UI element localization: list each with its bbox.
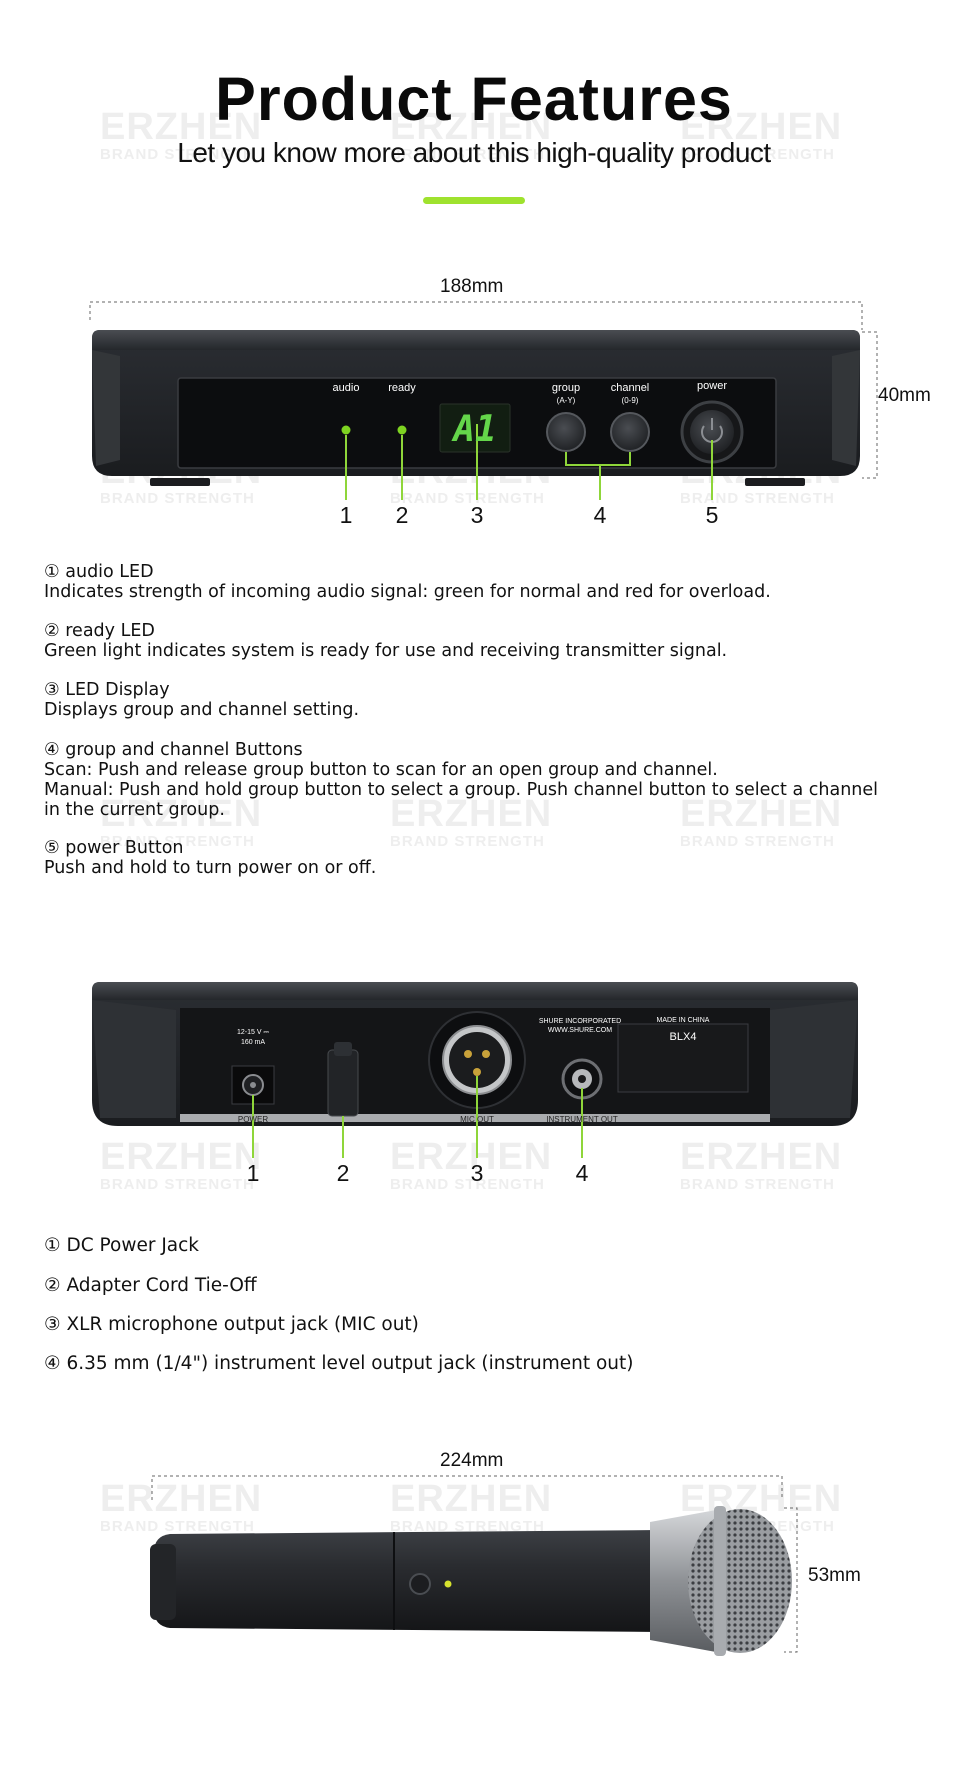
callout-number: 5 — [705, 502, 719, 528]
front-panel-diagram — [89, 301, 878, 500]
callout-number: 2 — [336, 1160, 350, 1186]
rear-label-power-spec: 12-15 V ⎓ — [236, 1029, 270, 1036]
rear-label-power: POWER — [237, 1115, 269, 1124]
rear-label-instrument-out: INSTRUMENT OUT — [546, 1115, 618, 1124]
led-display-readout: A1 — [453, 409, 497, 450]
callout-number: 3 — [470, 1160, 484, 1186]
panel-label-group: group — [551, 382, 581, 394]
mic-length-label: 224mm — [440, 1450, 504, 1471]
panel-label-ready: ready — [388, 382, 416, 394]
height-dimension-label: 40mm — [878, 385, 931, 406]
panel-label-group-range: (A-Y) — [556, 396, 576, 405]
callout-number: 2 — [395, 502, 409, 528]
rear-label-made-in: MADE IN CHINA — [656, 1017, 710, 1024]
page-title: Product Features — [215, 65, 733, 133]
callout-number: 1 — [246, 1160, 260, 1186]
rear-feature-item: ③ XLR microphone output jack (MIC out) — [44, 1314, 419, 1335]
rear-label-power-spec: 160 mA — [240, 1039, 266, 1046]
page-subtitle: Let you know more about this high-qualit… — [177, 137, 771, 168]
rear-label-maker-url: WWW.SHURE.COM — [547, 1027, 613, 1034]
width-dimension-label: 188mm — [440, 276, 504, 297]
microphone-diagram — [150, 1475, 798, 1656]
rear-panel-diagram — [92, 982, 858, 1158]
callout-number: 4 — [575, 1160, 589, 1186]
panel-label-power: power — [697, 380, 727, 392]
rear-feature-item: ① DC Power Jack — [44, 1235, 200, 1256]
rear-feature-item: ④ 6.35 mm (1/4") instrument level output… — [44, 1353, 634, 1374]
panel-label-audio: audio — [332, 382, 360, 394]
rear-feature-item: ② Adapter Cord Tie-Off — [44, 1275, 257, 1296]
callout-number: 1 — [339, 502, 353, 528]
callout-number: 4 — [593, 502, 607, 528]
mic-diameter-label: 53mm — [808, 1565, 861, 1586]
rear-label-maker: SHURE INCORPORATED — [538, 1018, 622, 1025]
rear-label-mic-out: MIC OUT — [460, 1115, 494, 1124]
callout-number: 3 — [470, 502, 484, 528]
panel-label-channel: channel — [610, 382, 650, 394]
panel-label-channel-range: (0-9) — [621, 396, 639, 405]
rear-label-model: BLX4 — [669, 1031, 697, 1043]
accent-divider — [423, 197, 525, 204]
